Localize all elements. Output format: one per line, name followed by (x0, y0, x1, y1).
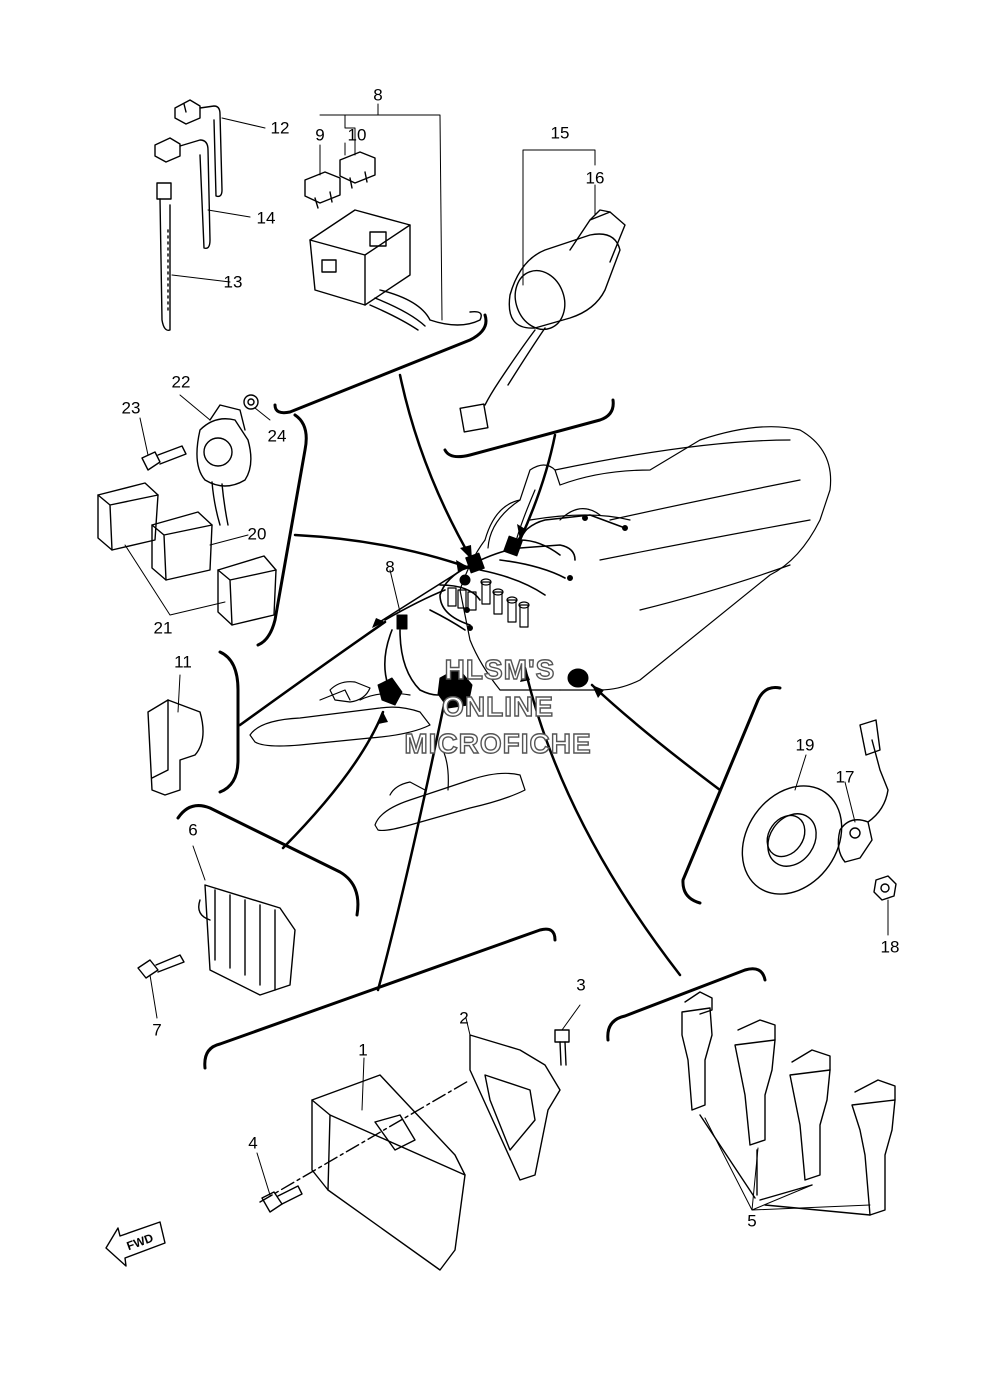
callout-21: 21 (153, 618, 173, 638)
callout-8-fuse-box: 8 (373, 85, 383, 105)
pickup-coil-17 (837, 719, 889, 863)
callout-10: 10 (347, 125, 367, 145)
cable-tie-14 (154, 137, 211, 250)
callout-14: 14 (256, 208, 276, 228)
callout-11: 11 (174, 652, 192, 672)
fwd-arrow-icon (105, 1221, 166, 1267)
ignition-switch-16 (459, 209, 626, 433)
bolt-3 (554, 1029, 570, 1066)
bracket-ignition-coils (606, 967, 767, 1042)
bracket-11 (147, 699, 204, 796)
callout-9: 9 (315, 125, 325, 145)
callout-7: 7 (152, 1020, 162, 1040)
callout-20: 20 (247, 524, 267, 544)
trigger-wheel-19 (741, 785, 843, 895)
callout-16: 16 (585, 168, 605, 188)
callout-3: 3 (576, 975, 586, 995)
ecu-1 (259, 1074, 471, 1271)
cable-tie-13 (156, 182, 172, 331)
fuse-10 (339, 151, 376, 189)
bracket-bracket-11 (218, 650, 240, 794)
callout-24: 24 (267, 426, 287, 446)
bracket-fuse-box (273, 313, 488, 415)
callout-8-harness: 8 (385, 557, 395, 577)
bolt-7 (137, 954, 185, 979)
bracket-ecu (203, 927, 557, 1070)
callout-5: 5 (747, 1211, 757, 1231)
callout-6: 6 (188, 820, 198, 840)
callout-17: 17 (835, 767, 855, 787)
callout-2: 2 (459, 1008, 469, 1028)
bracket-regulator (176, 804, 360, 917)
callout-15: 15 (550, 123, 570, 143)
cable-tie-12 (174, 99, 223, 198)
callout-4: 4 (248, 1133, 258, 1153)
relays-20-21 (97, 482, 277, 626)
callout-23: 23 (121, 398, 141, 418)
nut-24 (243, 394, 259, 410)
callout-1: 1 (358, 1040, 368, 1060)
bracket-ignition-switch (443, 398, 615, 459)
harness-relay-block (447, 578, 530, 628)
leader-lines (238, 373, 722, 992)
bracket-pickup (681, 686, 782, 905)
callout-13: 13 (223, 272, 243, 292)
nut-18 (873, 875, 897, 901)
harness-connectors (377, 515, 628, 709)
regulator-6 (198, 884, 296, 996)
fuse-box-8 (309, 209, 482, 331)
watermark-line1: HLSM'S (444, 653, 556, 685)
bracket-2 (469, 1034, 561, 1181)
callout-12: 12 (270, 118, 290, 138)
bracket-knock-sensor (256, 413, 308, 647)
ignition-coils-5 (681, 991, 896, 1216)
callout-leaders (124, 103, 889, 1211)
bolt-23 (141, 445, 187, 471)
callout-18: 18 (880, 937, 900, 957)
watermark-line3: MICROFICHE (404, 727, 592, 759)
fuse-9 (304, 171, 341, 209)
knock-sensor-22 (196, 404, 252, 526)
callout-22: 22 (171, 372, 191, 392)
watermark-line2: ONLINE (441, 690, 554, 722)
callout-19: 19 (795, 735, 815, 755)
